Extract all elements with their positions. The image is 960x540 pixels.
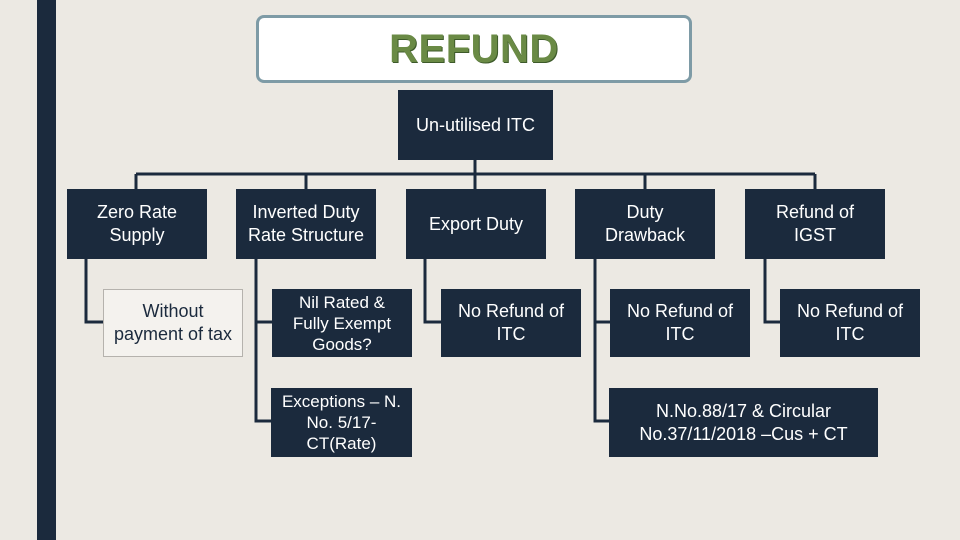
zero-rate-supply-label: Zero Rate Supply bbox=[96, 202, 178, 245]
duty-drawback-label: Duty Drawback bbox=[604, 202, 686, 245]
circular-label: N.No.88/17 & Circular No.37/11/2018 –Cus… bbox=[639, 400, 848, 444]
node-exceptions: Exceptions – N. No. 5/17-CT(Rate) bbox=[271, 388, 412, 457]
connector-inverted-to-nil bbox=[254, 259, 272, 324]
node-zero-rate-supply: Zero Rate Supply bbox=[67, 189, 207, 259]
side-accent-bar bbox=[37, 0, 56, 540]
node-nil-rated: Nil Rated & Fully Exempt Goods? bbox=[272, 289, 412, 357]
connector-zero-to-without bbox=[84, 259, 103, 324]
node-refund-igst: Refund of IGST bbox=[745, 189, 885, 259]
node-duty-drawback: Duty Drawback bbox=[575, 189, 715, 259]
node-no-refund-export: No Refund of ITC bbox=[441, 289, 581, 357]
nil-rated-label: Nil Rated & Fully Exempt Goods? bbox=[292, 292, 392, 354]
inverted-duty-label: Inverted Duty Rate Structure bbox=[247, 202, 365, 245]
connector-igst-to-norefund bbox=[763, 259, 780, 324]
node-without-payment: Without payment of tax bbox=[103, 289, 243, 357]
refund-igst-label: Refund of IGST bbox=[775, 202, 855, 245]
node-inverted-duty: Inverted Duty Rate Structure bbox=[236, 189, 376, 259]
export-duty-label: Export Duty bbox=[428, 213, 524, 234]
no-refund-export-label: No Refund of ITC bbox=[457, 301, 565, 344]
no-refund-igst-label: No Refund of ITC bbox=[796, 301, 904, 344]
no-refund-drawback-label: No Refund of ITC bbox=[626, 301, 734, 344]
node-circular: N.No.88/17 & Circular No.37/11/2018 –Cus… bbox=[609, 388, 878, 457]
connector-export-to-norefund bbox=[423, 259, 441, 324]
connector-drawback-to-norefund bbox=[593, 259, 610, 324]
node-no-refund-drawback: No Refund of ITC bbox=[610, 289, 750, 357]
connector-drawback-to-circular bbox=[593, 322, 610, 423]
page-title: REFUND bbox=[389, 26, 559, 71]
node-no-refund-igst: No Refund of ITC bbox=[780, 289, 920, 357]
without-payment-label: Without payment of tax bbox=[113, 301, 233, 344]
title-box: REFUND bbox=[256, 15, 692, 83]
exceptions-label: Exceptions – N. No. 5/17-CT(Rate) bbox=[281, 392, 402, 453]
node-export-duty: Export Duty bbox=[406, 189, 546, 259]
root-label: Un-utilised ITC bbox=[415, 114, 536, 135]
root-node: Un-utilised ITC bbox=[398, 90, 553, 160]
connector-inverted-to-exceptions bbox=[254, 322, 272, 423]
